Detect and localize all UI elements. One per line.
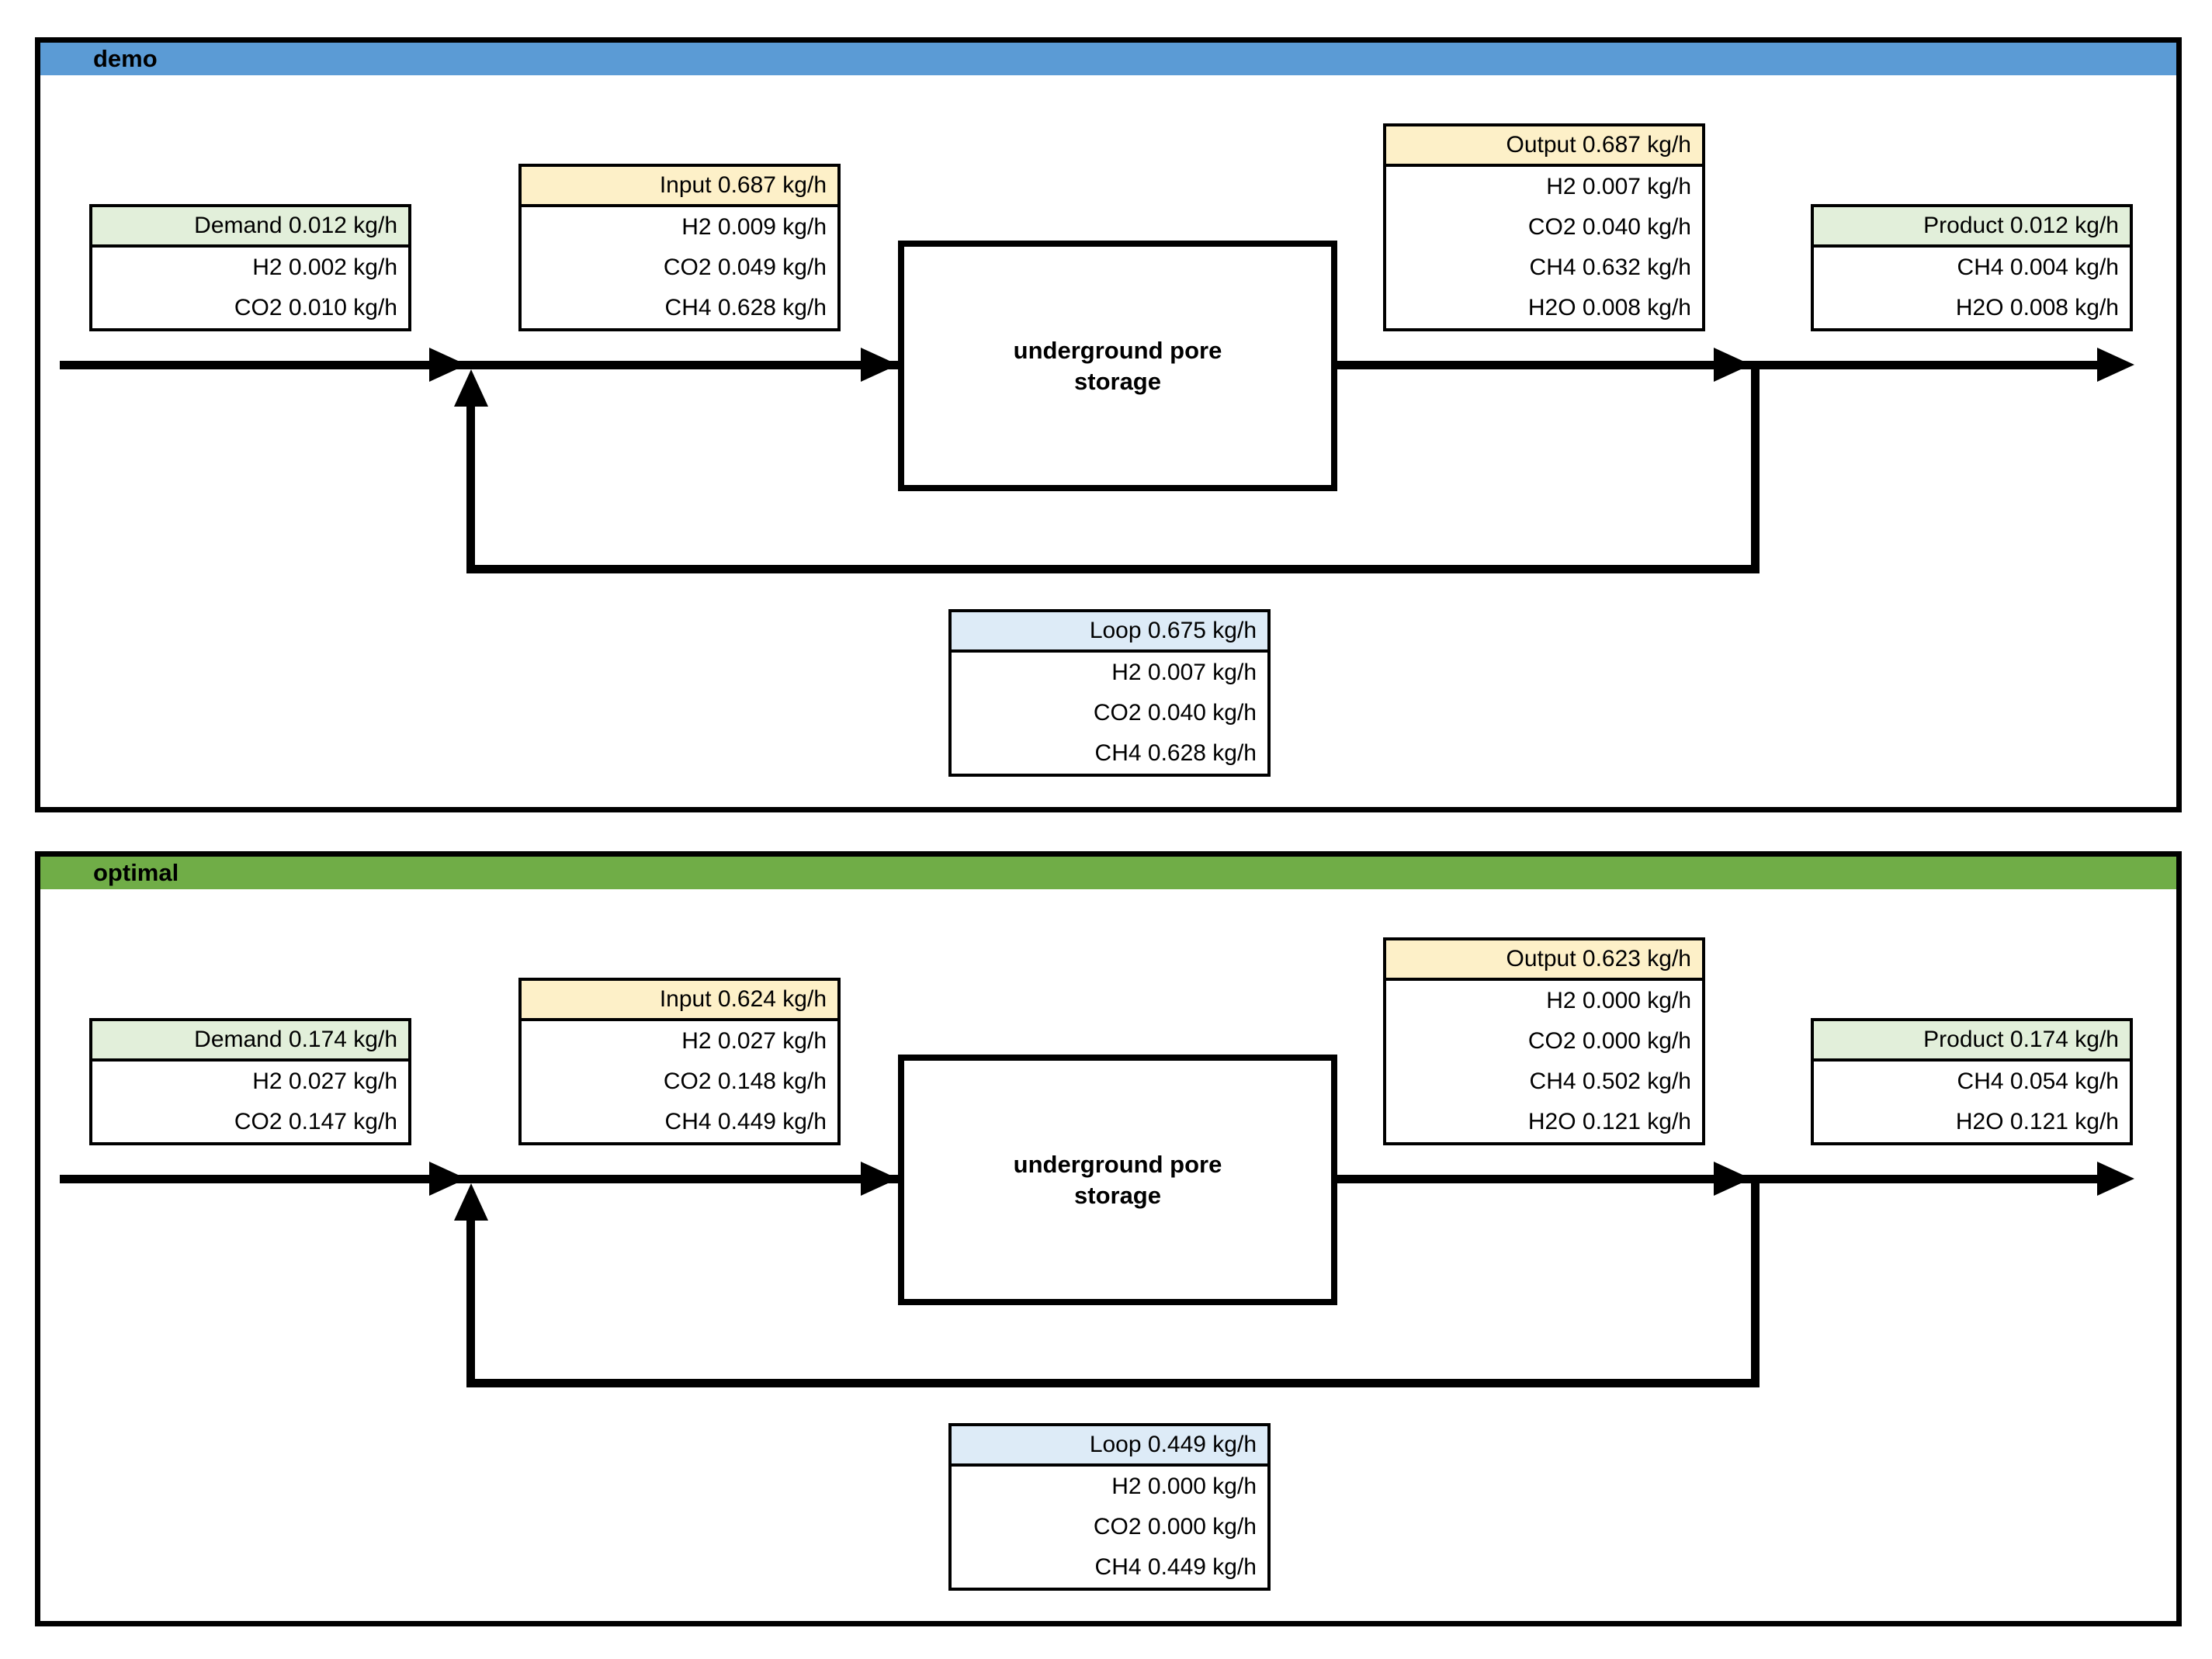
stat-row: H2 0.027 kg/h (252, 1068, 397, 1094)
arrowhead-right-icon (2097, 348, 2134, 382)
stat-row: CO2 0.040 kg/h (1093, 700, 1257, 726)
stat-row: H2O 0.008 kg/h (1527, 295, 1691, 320)
storage-box: underground pore storage (898, 241, 1337, 491)
stat-row: CH4 0.628 kg/h (664, 295, 827, 320)
stat-row: CH4 0.054 kg/h (1957, 1068, 2119, 1094)
stat-row: H2 0.009 kg/h (681, 214, 827, 240)
stat-row: CH4 0.628 kg/h (1094, 740, 1257, 766)
output-box-header: Output 0.623 kg/h (1386, 940, 1702, 981)
loop-line-return (466, 1379, 1760, 1387)
loop-box-header: Loop 0.449 kg/h (952, 1426, 1267, 1467)
stat-row: CH4 0.449 kg/h (1094, 1554, 1257, 1580)
input-box-header: Input 0.624 kg/h (522, 981, 837, 1021)
scenario-title: optimal (93, 859, 179, 886)
product-box-header: Product 0.012 kg/h (1814, 207, 2130, 248)
flow-line-demand-to-storage (60, 361, 898, 369)
stat-row: CO2 0.000 kg/h (1527, 1028, 1691, 1054)
stat-row: H2 0.000 kg/h (1111, 1474, 1257, 1499)
storage-label: underground pore storage (1013, 1150, 1222, 1209)
arrowhead-right-icon (861, 348, 898, 382)
loop-line-up (466, 1205, 475, 1387)
stat-row: H2 0.002 kg/h (252, 255, 397, 280)
arrowhead-right-icon (1714, 1162, 1751, 1196)
stat-row: H2 0.027 kg/h (681, 1028, 827, 1054)
arrowhead-right-icon (1714, 348, 1751, 382)
scenario-title: demo (93, 45, 158, 72)
loop-line-return (466, 565, 1760, 573)
stat-row: CH4 0.502 kg/h (1529, 1068, 1691, 1094)
stat-row: CO2 0.000 kg/h (1093, 1514, 1257, 1540)
arrowhead-up-icon (454, 369, 488, 407)
loop-line-down (1751, 361, 1760, 573)
demand-box-header: Demand 0.012 kg/h (92, 207, 408, 248)
output-box-header: Output 0.687 kg/h (1386, 126, 1702, 167)
scenario-titlebar: demo (40, 43, 2176, 75)
scenario-titlebar: optimal (40, 857, 2176, 889)
flow-line-demand-to-storage (60, 1175, 898, 1183)
stat-row: CO2 0.010 kg/h (234, 295, 397, 320)
stat-row: H2O 0.121 kg/h (1527, 1109, 1691, 1134)
input-box-header: Input 0.687 kg/h (522, 167, 837, 207)
stat-row: H2 0.007 kg/h (1111, 660, 1257, 685)
stat-row: H2O 0.121 kg/h (1955, 1109, 2119, 1134)
stat-row: CH4 0.004 kg/h (1957, 255, 2119, 280)
storage-box: underground pore storage (898, 1055, 1337, 1305)
stat-row: H2 0.007 kg/h (1546, 174, 1691, 199)
stat-row: CH4 0.632 kg/h (1529, 255, 1691, 280)
stat-row: CH4 0.449 kg/h (664, 1109, 827, 1134)
stat-row: CO2 0.040 kg/h (1527, 214, 1691, 240)
stat-row: CO2 0.049 kg/h (663, 255, 827, 280)
storage-label: underground pore storage (1013, 336, 1222, 395)
stat-row: CO2 0.147 kg/h (234, 1109, 397, 1134)
arrowhead-right-icon (2097, 1162, 2134, 1196)
demand-box-header: Demand 0.174 kg/h (92, 1021, 408, 1062)
loop-line-up (466, 391, 475, 573)
stat-row: CO2 0.148 kg/h (663, 1068, 827, 1094)
arrowhead-up-icon (454, 1183, 488, 1221)
stat-row: H2O 0.008 kg/h (1955, 295, 2119, 320)
loop-box-header: Loop 0.675 kg/h (952, 612, 1267, 653)
product-box-header: Product 0.174 kg/h (1814, 1021, 2130, 1062)
loop-line-down (1751, 1175, 1760, 1387)
stat-row: H2 0.000 kg/h (1546, 988, 1691, 1013)
arrowhead-right-icon (861, 1162, 898, 1196)
